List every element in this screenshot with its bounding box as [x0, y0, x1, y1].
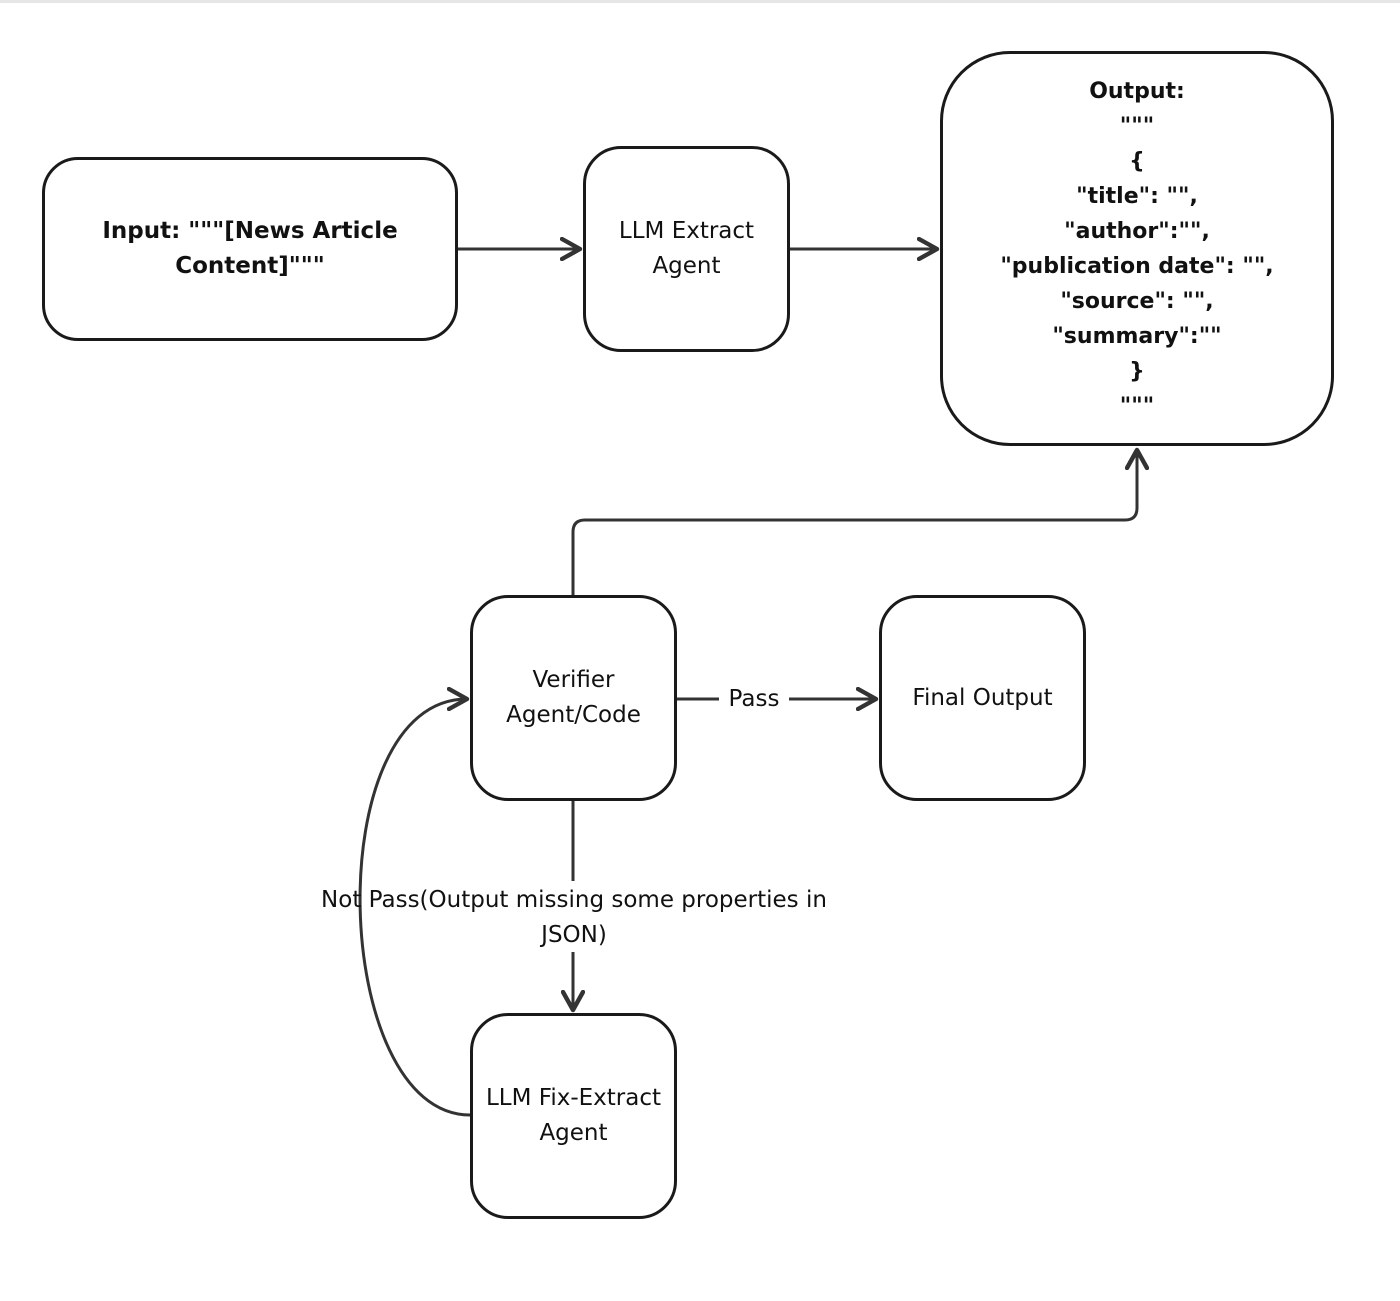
verifier-node-label: Verifier Agent/Code	[506, 667, 641, 728]
edge-fix-to-verifier	[358, 699, 471, 1117]
output-line: """	[1119, 113, 1155, 139]
top-border	[0, 0, 1400, 3]
output-line: "publication date": "",	[1000, 253, 1274, 279]
input-node-label: Input: """[News Article Content]"""	[102, 218, 398, 279]
output-line: Output:	[1089, 78, 1185, 104]
output-json-template: Output: """ { "title": "", "author":"", …	[1000, 74, 1273, 424]
llm-fix-extract-agent-node[interactable]: LLM Fix-Extract Agent	[470, 1013, 677, 1219]
output-line: }	[1129, 358, 1145, 384]
input-node[interactable]: Input: """[News Article Content]"""	[42, 157, 458, 341]
llm-extract-agent-node[interactable]: LLM Extract Agent	[583, 146, 790, 352]
llm-fix-extract-agent-label: LLM Fix-Extract Agent	[485, 1085, 661, 1146]
edge-label-not-pass: Not Pass(Output missing some properties …	[321, 887, 827, 948]
output-line: "summary":""	[1052, 323, 1222, 349]
output-node[interactable]: Output: """ { "title": "", "author":"", …	[940, 51, 1334, 446]
output-line: "source": "",	[1060, 288, 1214, 314]
output-line: """	[1119, 393, 1155, 419]
edge-label-pass: Pass	[719, 682, 789, 717]
output-line: "title": "",	[1076, 183, 1198, 209]
final-output-node[interactable]: Final Output	[879, 595, 1086, 801]
final-output-label: Final Output	[912, 684, 1053, 711]
verifier-node[interactable]: Verifier Agent/Code	[470, 595, 677, 801]
output-line: {	[1129, 148, 1145, 174]
llm-extract-agent-label: LLM Extract Agent	[618, 218, 755, 279]
output-line: "author":"",	[1064, 218, 1210, 244]
edge-verifier-to-output	[571, 450, 1137, 595]
